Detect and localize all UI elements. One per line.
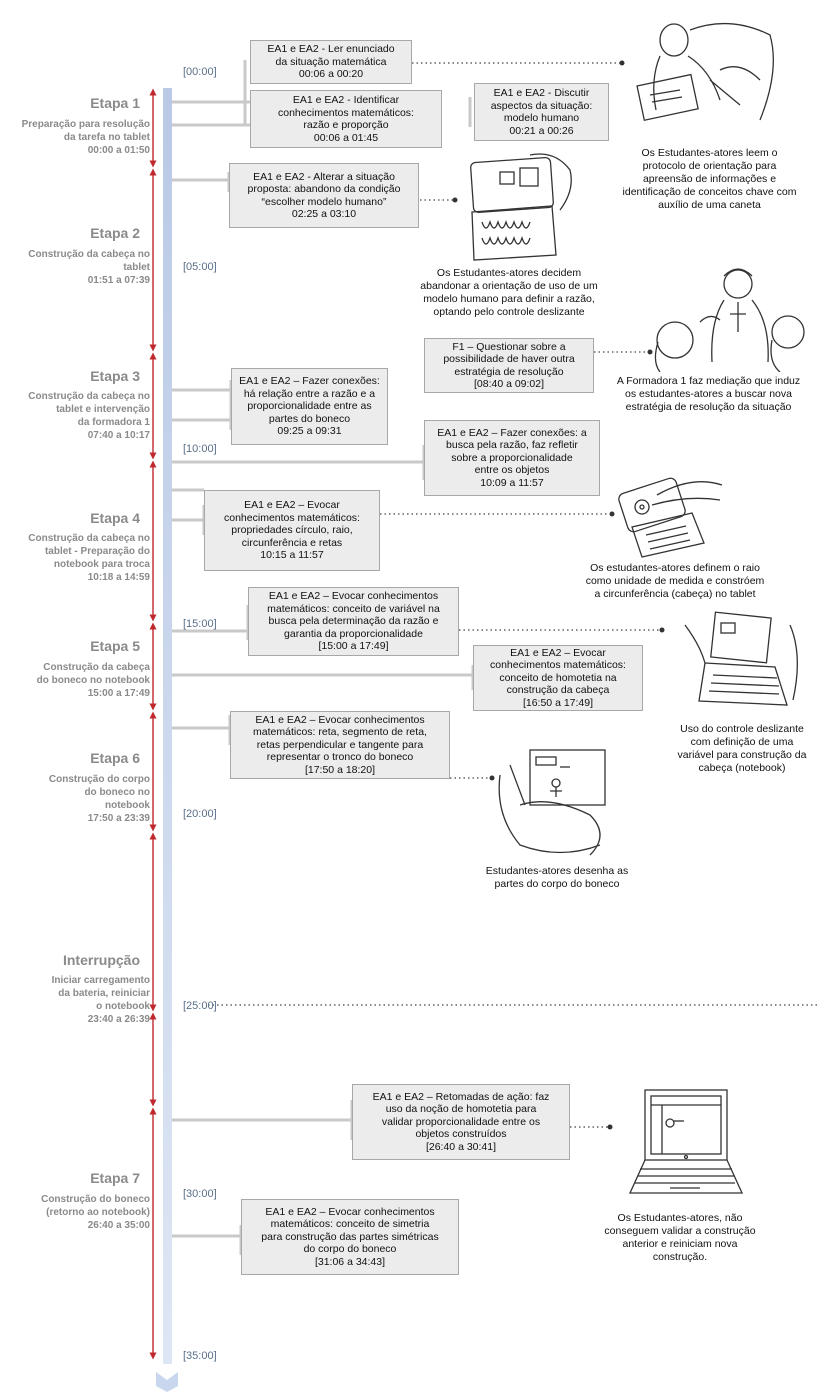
stage-1-description: Preparação para resolução da tarefa no t… <box>21 119 150 156</box>
stage-4-title: Etapa 4 <box>90 510 140 526</box>
action-box-3: EA1 e EA2 - Discutir aspectos da situaçã… <box>474 83 609 141</box>
leader-dot <box>607 1124 613 1130</box>
notebook-hands-sketch <box>684 611 798 706</box>
time-label-05: [05:00] <box>183 261 217 273</box>
notebook-drawing-sketch <box>498 749 606 856</box>
caption-restart-construction: Os Estudantes-atores, não conseguem vali… <box>604 1212 756 1263</box>
caption-draw-body: Estudantes-atores desenha as partes do c… <box>485 865 629 890</box>
stage-5-description: Construção da cabeça do boneco no notebo… <box>36 662 150 699</box>
leader-dot <box>647 349 653 355</box>
action-box-5: F1 – Questionar sobre a possibilidade de… <box>424 338 594 393</box>
caption-reading-protocol: Os Estudantes-atores leem o protocolo de… <box>622 147 797 211</box>
action-box-7: EA1 e EA2 – Fazer conexões: a busca pela… <box>424 420 600 496</box>
stage-3-description: Construção da cabeça no tablet e interve… <box>28 391 150 441</box>
action-box-13: EA1 e EA2 – Evocar conhecimentos matemát… <box>241 1199 459 1275</box>
leader-dot <box>489 775 495 781</box>
action-box-9: EA1 e EA2 – Evocar conhecimentos matemát… <box>248 587 459 656</box>
leader-dot <box>452 197 458 203</box>
stage-1-title: Etapa 1 <box>90 95 140 111</box>
time-label-30: [30:00] <box>183 1188 217 1200</box>
stage-6-description: Construção do corpo do boneco no noteboo… <box>48 774 150 824</box>
interruption-title: Interrupção <box>62 952 140 968</box>
action-box-6: EA1 e EA2 – Fazer conexões: há relação e… <box>231 368 388 445</box>
teacher-students-sketch <box>654 268 805 372</box>
tablet-hand-sketch <box>470 153 572 261</box>
caption-abandon-human-model: Os Estudantes-atores decidem abandonar a… <box>420 267 598 318</box>
action-box-8: EA1 e EA2 – Evocar conhecimentos matemát… <box>204 490 380 571</box>
stage-7-description: Construção do boneco (retorno ao noteboo… <box>41 1194 150 1231</box>
time-label-00: [00:00] <box>183 66 217 78</box>
timeline-end-chevron <box>156 1372 178 1392</box>
action-box-11: EA1 e EA2 – Evocar conhecimentos matemát… <box>230 711 450 779</box>
stage-2-title: Etapa 2 <box>90 225 140 241</box>
caption-teacher-mediation: A Formadora 1 faz mediação que induz os … <box>616 375 801 413</box>
time-label-15: [15:00] <box>183 618 217 630</box>
stage-4-description: Construção da cabeça no tablet - Prepara… <box>28 533 150 583</box>
action-box-12: EA1 e EA2 – Retomadas de ação: faz uso d… <box>352 1084 570 1160</box>
action-box-2: EA1 e EA2 - Identificar conhecimentos ma… <box>250 90 442 148</box>
stage-6-title: Etapa 6 <box>90 750 140 766</box>
action-box-10: EA1 e EA2 – Evocar conhecimentos matemát… <box>473 645 643 711</box>
time-label-35: [35:00] <box>183 1350 217 1362</box>
stage-7-title: Etapa 7 <box>90 1170 140 1186</box>
stage-5-title: Etapa 5 <box>90 638 140 654</box>
caption-radius-unit: Os estudantes-atores definem o raio como… <box>585 562 765 600</box>
action-box-4: EA1 e EA2 - Alterar a situação proposta:… <box>229 163 419 228</box>
action-box-1: EA1 e EA2 - Ler enunciado da situação ma… <box>250 40 412 84</box>
stage-2-description: Construção da cabeça no tablet 01:51 a 0… <box>28 249 150 286</box>
timeline-bar <box>163 88 172 1364</box>
caption-slider-variable: Uso do controle deslizante com definição… <box>677 723 807 774</box>
time-label-10: [10:00] <box>183 443 217 455</box>
leader-dot <box>659 627 665 633</box>
leader-dot <box>619 60 625 66</box>
stage-3-title: Etapa 3 <box>90 368 140 384</box>
time-label-25: [25:00] <box>183 1000 217 1012</box>
time-label-20: [20:00] <box>183 808 217 820</box>
students-reading-sketch <box>636 22 774 121</box>
laptop-sketch <box>628 1089 744 1194</box>
leader-dot <box>609 511 615 517</box>
interruption-description: Iniciar carregamento da bateria, reinici… <box>51 975 150 1025</box>
tablet-draw-sketch <box>618 477 723 558</box>
